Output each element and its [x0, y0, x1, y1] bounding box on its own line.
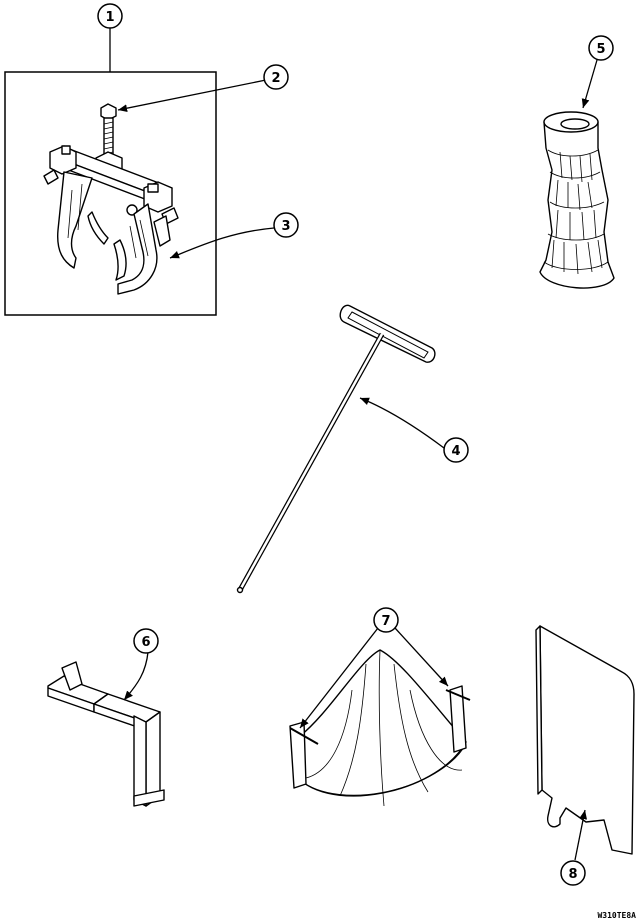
leader-7b	[394, 627, 449, 687]
right-jaw	[117, 203, 158, 295]
gear-puller-illustration	[43, 103, 179, 295]
drawing-code: W310TE8A	[597, 911, 636, 920]
callout-8: 8	[560, 860, 586, 886]
callout-5-label: 5	[596, 42, 605, 57]
leader-2	[117, 79, 267, 113]
callout-3: 3	[273, 212, 299, 238]
leader-6	[123, 651, 149, 701]
cone-tool-body	[299, 649, 467, 797]
callout-1: 1	[97, 3, 123, 29]
left-jaw	[57, 171, 93, 269]
leader-5	[581, 59, 598, 109]
callout-7-label: 7	[381, 614, 390, 629]
callout-6: 6	[133, 628, 159, 654]
filter-cone-body	[539, 121, 615, 289]
callout-4: 4	[443, 437, 469, 463]
paddle-body	[539, 625, 635, 855]
callout-5: 5	[588, 35, 614, 61]
callout-6-label: 6	[141, 635, 150, 650]
bolt-head	[100, 103, 117, 121]
leader-8	[574, 809, 588, 861]
leader-4	[359, 397, 445, 449]
callout-3-label: 3	[281, 219, 290, 234]
callout-1-label: 1	[105, 10, 114, 25]
leader-7a	[299, 627, 379, 729]
callout-8-label: 8	[568, 867, 577, 882]
callout-4-label: 4	[451, 444, 460, 459]
callout-2: 2	[263, 64, 289, 90]
callout-2-label: 2	[271, 71, 280, 86]
wire-bracket-illustration	[47, 661, 165, 807]
leader-3	[169, 227, 275, 259]
paddle-illustration	[535, 625, 635, 855]
callout-7: 7	[373, 607, 399, 633]
cone-tool-illustration	[289, 649, 471, 807]
t-handle-wrench-illustration	[236, 304, 436, 594]
filter-cone-illustration	[539, 111, 615, 289]
t-handle-grip	[339, 304, 436, 363]
